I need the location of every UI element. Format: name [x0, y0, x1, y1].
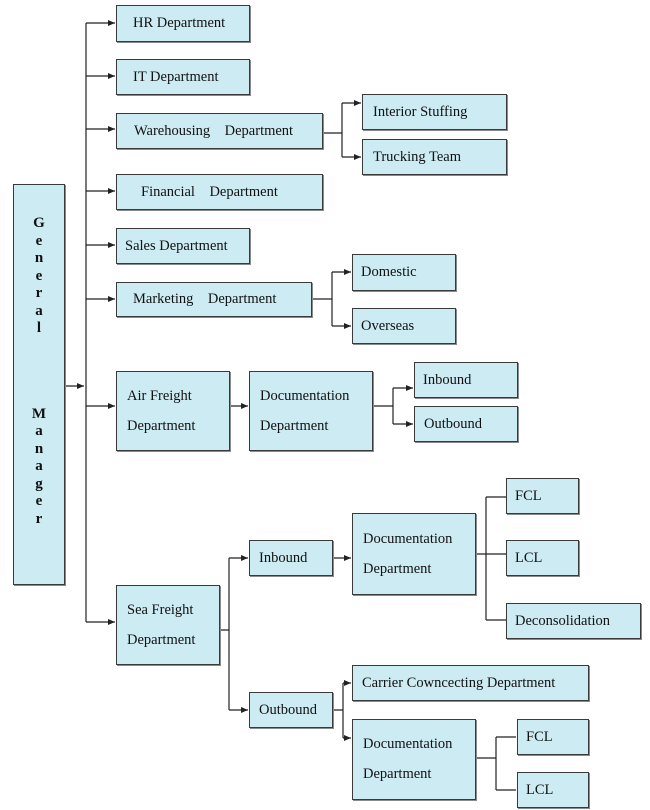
connector-sea-split	[219, 558, 230, 710]
sales-department-label: Sales Department	[125, 237, 228, 254]
root-letter: e	[35, 232, 43, 249]
sea-outbound-documentation-box[interactable]: Documentation Department	[352, 719, 476, 800]
interior-stuffing-label: Interior Stuffing	[373, 103, 468, 120]
root-letter: n	[34, 250, 44, 266]
overseas-box[interactable]: Overseas	[352, 308, 456, 344]
root-letter: e	[35, 493, 43, 509]
air-freight-department-box[interactable]: Air Freight Department	[116, 371, 230, 451]
root-letter: a	[35, 458, 43, 474]
sea-inbound-fcl-box[interactable]: FCL	[506, 478, 579, 514]
sea-inbound-documentation-line2: Department	[363, 560, 432, 577]
sea-freight-department-box[interactable]: Sea Freight Department	[116, 585, 220, 665]
sea-inbound-lcl-box[interactable]: LCL	[506, 540, 579, 576]
air-documentation-department-box[interactable]: Documentation Department	[249, 371, 373, 451]
root-letter: M	[31, 405, 47, 422]
connector-warehousing-split	[322, 103, 343, 157]
sea-freight-label-line2: Department	[127, 631, 196, 648]
root-letter: n	[34, 440, 44, 457]
sea-outbound-fcl-label: FCL	[526, 728, 553, 745]
air-documentation-label-line2: Department	[260, 417, 329, 434]
air-documentation-label-line1: Documentation	[260, 387, 350, 404]
hr-department-box[interactable]: HR Department	[116, 5, 250, 42]
financial-department-box[interactable]: Financial Department	[116, 174, 323, 210]
air-freight-label-line2: Department	[127, 417, 196, 434]
domestic-box[interactable]: Domestic	[352, 254, 456, 291]
root-letter: r	[35, 510, 43, 527]
warehousing-department-box[interactable]: Warehousing Department	[116, 113, 323, 149]
domestic-label: Domestic	[361, 264, 417, 280]
trucking-team-box[interactable]: Trucking Team	[362, 139, 507, 175]
deconsolidation-box[interactable]: Deconsolidation	[506, 603, 641, 639]
air-inbound-box[interactable]: Inbound	[414, 362, 518, 398]
root-letter: r	[35, 285, 43, 301]
it-department-box[interactable]: IT Department	[116, 59, 250, 95]
air-freight-label-line1: Air Freight	[127, 387, 192, 404]
sea-outbound-lcl-box[interactable]: LCL	[517, 772, 589, 808]
connector-air-doc-split	[373, 388, 394, 424]
root-letter: G	[33, 215, 45, 231]
sea-inbound-documentation-line1: Documentation	[363, 530, 453, 547]
connector-marketing-split	[312, 272, 333, 326]
root-letter: e	[35, 267, 43, 284]
air-inbound-label: Inbound	[423, 371, 472, 388]
trucking-team-label: Trucking Team	[373, 148, 461, 165]
overseas-label: Overseas	[361, 317, 415, 334]
marketing-department-box[interactable]: Marketing Department	[116, 282, 312, 317]
warehousing-department-label: Warehousing Department	[134, 122, 294, 139]
root-letter: g	[35, 475, 43, 492]
connector-sea-outbound-doc-split	[476, 737, 497, 790]
sea-outbound-fcl-box[interactable]: FCL	[517, 719, 589, 755]
it-department-label: IT Department	[133, 68, 219, 85]
sea-outbound-documentation-line1: Documentation	[363, 736, 453, 752]
air-outbound-box[interactable]: Outbound	[414, 406, 518, 442]
air-outbound-label: Outbound	[424, 415, 482, 432]
sea-inbound-label: Inbound	[259, 549, 308, 566]
interior-stuffing-box[interactable]: Interior Stuffing	[362, 94, 507, 130]
sales-department-box[interactable]: Sales Department	[116, 228, 250, 264]
sea-outbound-box[interactable]: Outbound	[249, 692, 333, 728]
connector-sea-outbound-split	[333, 683, 344, 738]
root-letter: a	[35, 302, 43, 319]
carrier-connecting-department-label: Carrier Cowncecting Department	[362, 674, 556, 691]
root-letter: a	[35, 423, 43, 439]
sea-inbound-box[interactable]: Inbound	[249, 540, 333, 576]
connector-sea-inbound-doc-split	[476, 497, 487, 620]
financial-department-label: Financial Department	[141, 183, 278, 200]
sea-inbound-fcl-label: FCL	[515, 487, 542, 504]
sea-outbound-documentation-line2: Department	[363, 766, 432, 782]
carrier-connecting-department-box[interactable]: Carrier Cowncecting Department	[352, 665, 589, 701]
sea-outbound-label: Outbound	[259, 701, 317, 718]
sea-inbound-documentation-box[interactable]: Documentation Department	[352, 513, 476, 595]
root-letter: l	[36, 320, 42, 336]
hr-department-label: HR Department	[133, 15, 226, 31]
sea-inbound-lcl-label: LCL	[515, 549, 543, 566]
marketing-department-label: Marketing Department	[133, 291, 277, 307]
sea-outbound-lcl-label: LCL	[526, 781, 554, 798]
deconsolidation-label: Deconsolidation	[515, 612, 611, 629]
sea-freight-label-line1: Sea Freight	[127, 601, 194, 618]
